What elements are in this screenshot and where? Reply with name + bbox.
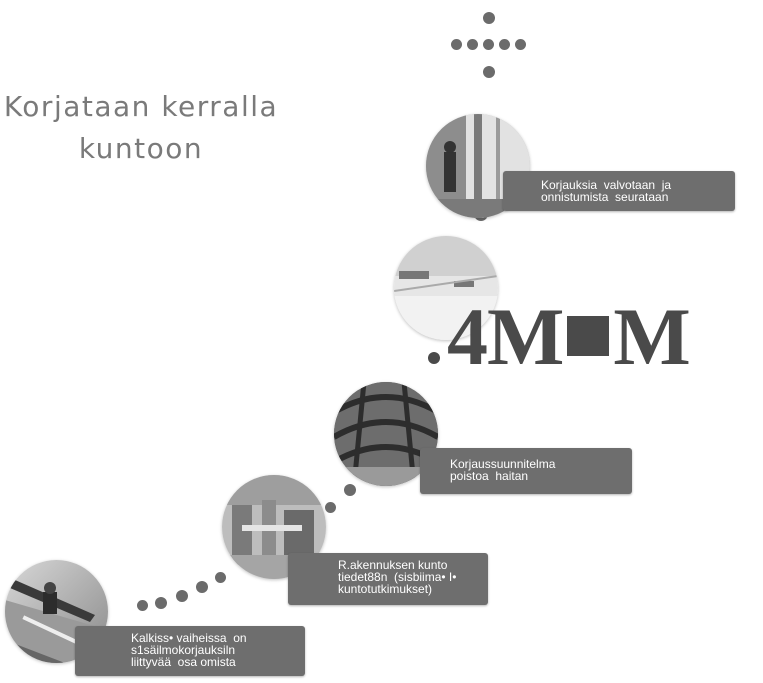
connector-dot xyxy=(137,600,148,611)
big-text-dot xyxy=(428,352,440,364)
connector-dot xyxy=(344,484,356,496)
step-2-label: R.akennuksen kunto tiedet88n (sisbiima• … xyxy=(288,553,488,605)
connector-dot xyxy=(176,590,188,602)
title-line-2: kuntoon xyxy=(78,132,204,165)
step-2-line-2: tiedet88n (sisbiima• I• xyxy=(338,570,457,584)
step-2-line-3: kuntotutkimukset) xyxy=(338,582,433,596)
step-1-line-3: liittyvää osa omista xyxy=(131,655,236,669)
big-text-left: 4M xyxy=(447,291,564,382)
step-2-line-1: R.akennuksen kunto xyxy=(338,558,448,572)
connector-dot xyxy=(325,502,336,513)
step-4-label: Korjauksia valvotaan ja onnistumista seu… xyxy=(503,171,735,211)
ornament-dot xyxy=(483,39,494,50)
ornament-dot xyxy=(451,39,462,50)
step-3-line-2: poistoa haitan xyxy=(450,469,529,483)
ornament-dot xyxy=(483,12,495,24)
step-4-line-1: Korjauksia valvotaan ja xyxy=(541,178,672,192)
step-1-photo xyxy=(5,560,108,663)
title-line-1: Korjataan kerralla xyxy=(3,90,279,123)
big-overlay-text: 4M M xyxy=(447,291,691,382)
big-text-right: M xyxy=(613,291,690,382)
connector-dot xyxy=(155,597,167,609)
step-1-label: Kalkiss• vaiheissa on s1säilmokorjauksil… xyxy=(75,626,305,676)
ornament-dot xyxy=(499,39,510,50)
ornament-dot xyxy=(515,39,526,50)
step-3-label: Korjaussuunnitelma poistoa haitan xyxy=(420,448,632,494)
step-4-line-2: onnistumista seurataan xyxy=(541,190,669,204)
ornament-dot xyxy=(467,39,478,50)
step-3-line-1: Korjaussuunnitelma xyxy=(450,457,556,471)
ornament-dot xyxy=(483,66,495,78)
step-1-line-1: Kalkiss• vaiheissa on xyxy=(131,631,247,645)
step-1-line-2: s1säilmokorjauksiln xyxy=(131,643,236,657)
connector-dot xyxy=(215,572,226,583)
square-glyph xyxy=(567,316,610,356)
page-title: Korjataan kerralla kuntoon xyxy=(0,86,296,170)
connector-dot xyxy=(196,581,208,593)
